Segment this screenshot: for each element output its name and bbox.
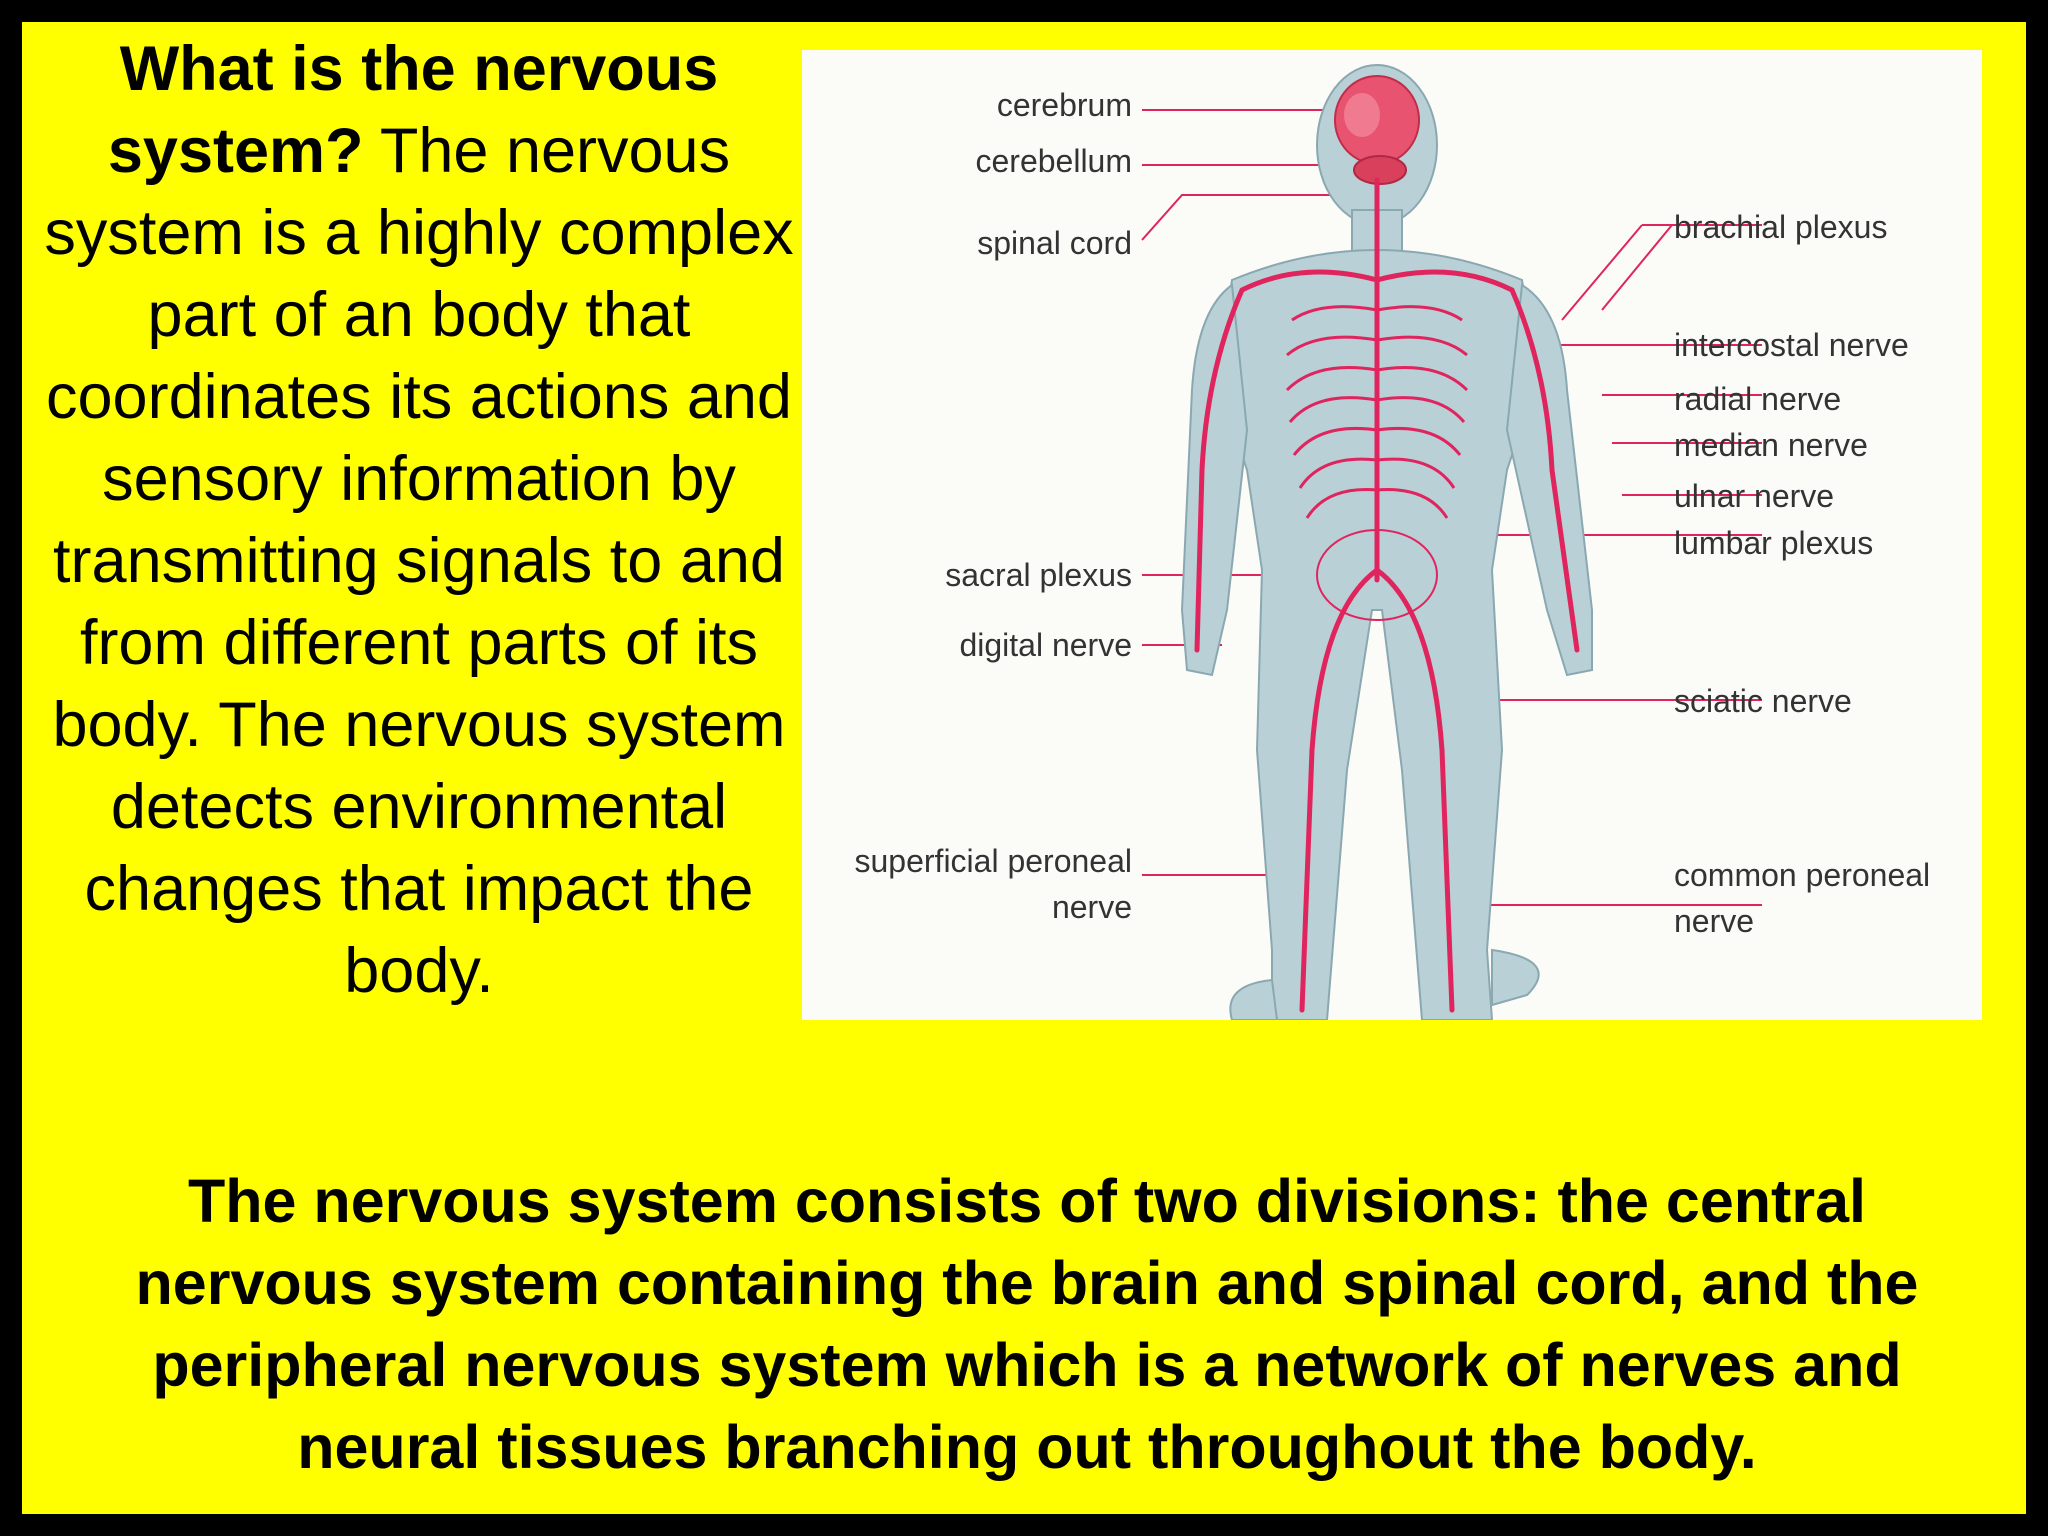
label-radial-nerve: radial nerve	[1674, 381, 1842, 417]
label-lumbar-plexus: lumbar plexus	[1674, 525, 1874, 561]
summary-paragraph: The nervous system consists of two divis…	[135, 1167, 1919, 1481]
label-cerebrum: cerebrum	[996, 87, 1132, 123]
slide: What is the nervous system? The nervous …	[22, 22, 2026, 1514]
body-silhouette	[1180, 64, 1593, 1020]
label-sacral-plexus: sacral plexus	[945, 557, 1132, 593]
nervous-system-diagram: cerebrum cerebellum spinal cord sacral p…	[802, 50, 1982, 1020]
label-brachial-plexus: brachial plexus	[1674, 209, 1888, 245]
label-superficial-peroneal-nerve: nerve	[1051, 889, 1132, 925]
label-cerebellum: cerebellum	[975, 143, 1132, 179]
label-digital-nerve: digital nerve	[959, 627, 1132, 663]
label-superficial-peroneal: superficial peroneal	[854, 843, 1133, 879]
label-spinal-cord: spinal cord	[977, 225, 1132, 261]
label-sciatic-nerve: sciatic nerve	[1674, 683, 1852, 719]
label-intercostal-nerve: intercostal nerve	[1674, 327, 1909, 363]
intercostal-nerves	[1285, 305, 1469, 621]
nerve-network	[1194, 177, 1580, 1013]
leader-lines	[1141, 109, 1762, 906]
label-ulnar-nerve: ulnar nerve	[1674, 478, 1835, 514]
intro-body: The nervous system is a highly complex p…	[44, 116, 794, 1006]
label-common-peroneal: common peroneal	[1674, 857, 1931, 893]
intro-paragraph: What is the nervous system? The nervous …	[34, 28, 804, 1012]
human-body-illustration	[1141, 64, 1762, 1020]
label-common-peroneal-nerve: nerve	[1674, 903, 1755, 939]
brain	[1334, 75, 1420, 185]
intro-heading: What is the nervous system?	[107, 34, 719, 186]
label-median-nerve: median nerve	[1674, 427, 1868, 463]
